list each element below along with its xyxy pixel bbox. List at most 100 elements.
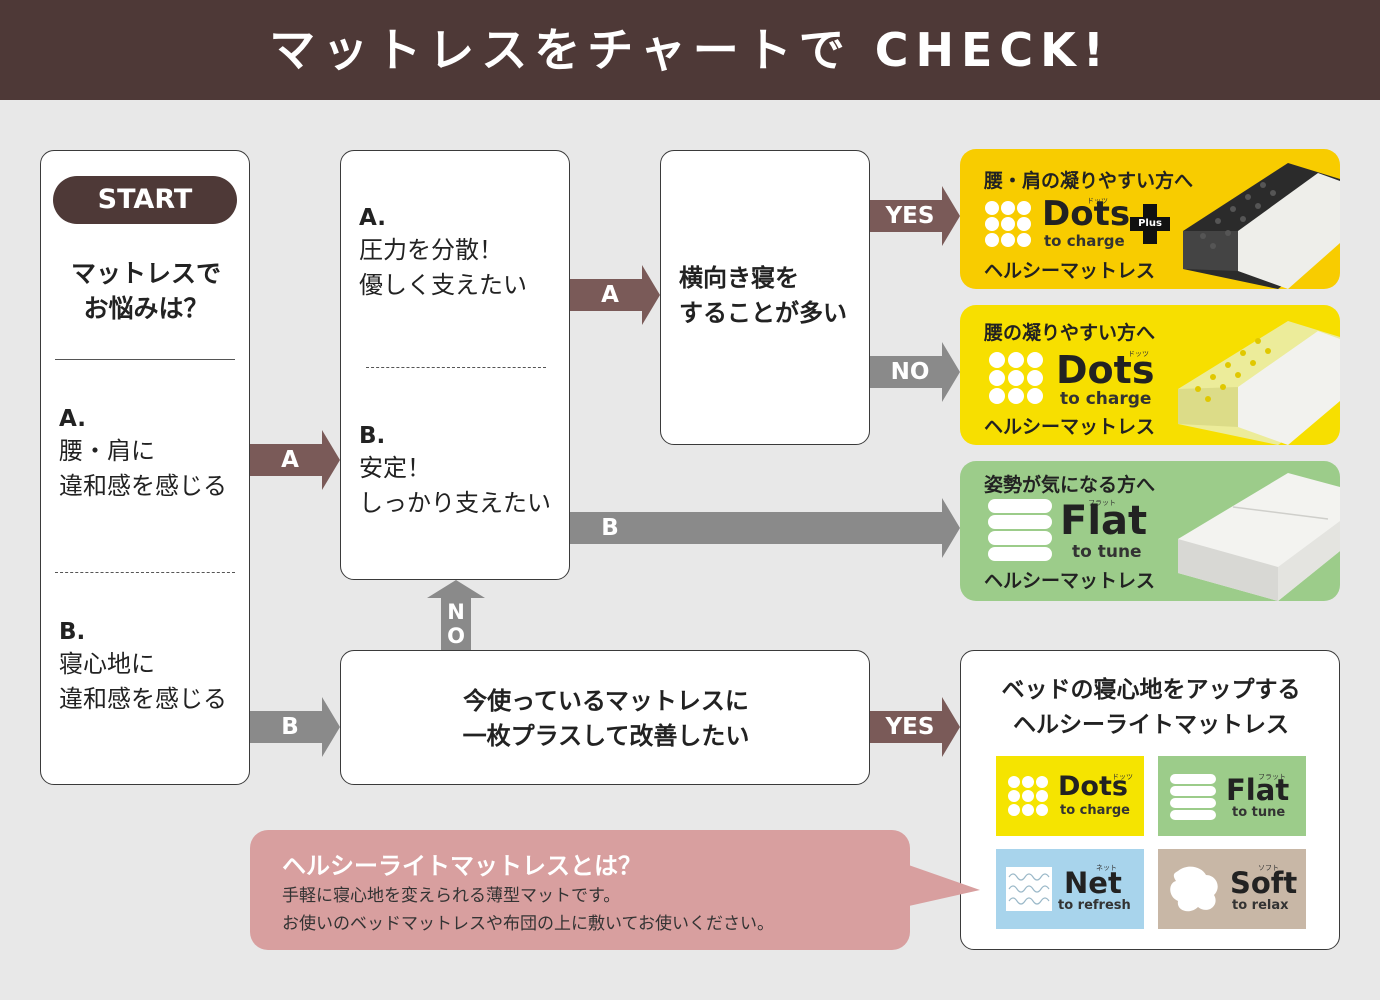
product-name: Dots [1042, 194, 1131, 234]
result-dots[interactable]: 腰の凝りやすい方へ ドッツ Dots to charge ヘルシーマットレス [960, 305, 1340, 445]
ruby: ソフト [1258, 864, 1279, 872]
callout-tail [900, 862, 980, 908]
plus-badge: Plus [1138, 218, 1162, 229]
option-line: 寝心地に [59, 650, 155, 678]
start-badge: START [53, 176, 237, 224]
divider [55, 359, 235, 360]
divider [366, 367, 546, 368]
arrow-label-q3-yes: YES [885, 203, 935, 229]
option-line: 違和感を感じる [59, 472, 227, 500]
plus-icon: Plus [1130, 204, 1170, 244]
arrow-label-q2-b: B [601, 515, 619, 541]
ruby: フラット [1088, 499, 1116, 507]
ruby: ドッツ [1112, 773, 1133, 781]
page-title: マットレスをチャートで CHECK! [269, 23, 1111, 77]
tile-name: Dots [1058, 771, 1128, 802]
result-dots-plus[interactable]: 腰・肩の凝りやすい方へ ドッツ Dots Plus to charge ヘルシー… [960, 149, 1340, 289]
result-heading: 姿勢が気になる方へ [984, 474, 1156, 496]
light-title-line: ヘルシーライトマットレス [1013, 712, 1289, 738]
tile-flat[interactable]: フラット Flat to tune [1158, 756, 1306, 836]
tile-sub: to tune [1232, 805, 1286, 820]
arrow-label-start-a: A [281, 447, 299, 473]
product-sub: to tune [1072, 542, 1142, 562]
result-heading: 腰の凝りやすい方へ [984, 322, 1156, 344]
option-line: 圧力を分散！ [359, 236, 503, 264]
option-letter: B. [59, 619, 86, 645]
option-line: 優しく支えたい [359, 271, 527, 299]
q2-option-a: A. 圧力を分散！ 優しく支えたい [359, 203, 527, 303]
arrow-label-start-b: B [281, 714, 299, 740]
product-sub: to charge [1044, 232, 1125, 250]
start-question: マットレスで お悩みは？ [41, 256, 251, 326]
soft-blob-icon [1170, 866, 1218, 912]
light-title-line: ベッドの寝心地をアップする [1001, 677, 1301, 703]
start-question-line: お悩みは？ [83, 294, 209, 323]
dots-icon [1008, 776, 1048, 816]
ruby: フラット [1258, 773, 1286, 781]
q4-line: 一枚プラスして改善したい [462, 722, 750, 750]
product-sub: to charge [1060, 389, 1152, 409]
tile-sub: to refresh [1058, 898, 1131, 913]
divider [55, 572, 235, 573]
header-bar: マットレスをチャートで CHECK! [0, 0, 1380, 100]
ruby: ネット [1096, 864, 1117, 872]
arrow-start-a [250, 430, 340, 490]
mattress-image [1183, 163, 1340, 289]
product-name: Flat [1060, 498, 1148, 544]
mattress-image [1178, 321, 1340, 445]
ruby: ドッツ [1087, 197, 1108, 205]
option-line: 腰・肩に [59, 437, 155, 465]
arrow-label-q3-no: NO [890, 359, 930, 385]
option-letter: A. [59, 406, 86, 432]
arrow-q3-no [870, 342, 960, 402]
flat-layers-icon [1170, 774, 1216, 820]
option-line: 違和感を感じる [59, 685, 227, 713]
arrow-q3-yes [870, 186, 960, 246]
q2-option-b: B. 安定！ しっかり支えたい [359, 421, 551, 521]
tile-soft[interactable]: ソフト Soft to relax [1158, 849, 1306, 929]
start-option-b: B. 寝心地に 違和感を感じる [59, 617, 227, 717]
tile-sub: to relax [1232, 898, 1289, 913]
result-footer: ヘルシーマットレス [984, 416, 1156, 438]
arrow-label-q4-yes: YES [885, 714, 935, 740]
dots-icon [985, 201, 1031, 247]
info-callout: ヘルシーライトマットレスとは？ 手軽に寝心地を変えられる薄型マットです。 お使い… [250, 830, 910, 950]
net-coil-icon [1006, 867, 1052, 911]
arrow-label-q2-a: A [601, 282, 619, 308]
arrow-label-q4-no: NO [447, 600, 465, 648]
question-2-box: A. 圧力を分散！ 優しく支えたい B. 安定！ しっかり支えたい [340, 150, 570, 580]
start-box: START マットレスで お悩みは？ A. 腰・肩に 違和感を感じる B. 寝心… [40, 150, 250, 785]
arrow-start-b [250, 697, 340, 757]
tile-name: Soft [1230, 866, 1298, 900]
dots-icon [989, 352, 1043, 404]
q3-text: 横向き寝を することが多い [679, 261, 847, 331]
start-question-line: マットレスで [70, 259, 221, 288]
arrow-q2-b [570, 498, 960, 558]
result-heading: 腰・肩の凝りやすい方へ [984, 170, 1194, 192]
tile-name: Flat [1226, 773, 1290, 807]
tile-dots[interactable]: ドッツ Dots to charge [996, 756, 1144, 836]
product-name: Dots [1056, 348, 1155, 392]
option-line: 安定！ [359, 454, 431, 482]
tile-name: Net [1064, 866, 1122, 900]
q4-text: 今使っているマットレスに 一枚プラスして改善したい [341, 684, 871, 754]
arrow-q2-a [570, 265, 660, 325]
q4-line: 今使っているマットレスに [463, 687, 749, 715]
result-flat[interactable]: 姿勢が気になる方へ フラット Flat to tune ヘルシーマットレス [960, 461, 1340, 601]
ruby: ドッツ [1128, 350, 1149, 358]
mattress-image [1178, 473, 1340, 601]
tile-sub: to charge [1060, 803, 1130, 818]
light-mattress-panel: ベッドの寝心地をアップする ヘルシーライトマットレス ドッツ Dots to c… [960, 650, 1340, 950]
info-line: 手軽に寝心地を変えられる薄型マットです。 [282, 886, 621, 906]
option-letter: A. [359, 205, 386, 231]
option-line: しっかり支えたい [359, 489, 551, 517]
light-title: ベッドの寝心地をアップする ヘルシーライトマットレス [961, 673, 1341, 743]
arrow-q4-yes [870, 697, 960, 757]
result-footer: ヘルシーマットレス [984, 570, 1156, 592]
option-letter: B. [359, 423, 386, 449]
q3-line: することが多い [679, 299, 847, 327]
arrow-q4-no [427, 580, 485, 650]
flat-layers-icon [988, 499, 1052, 561]
tile-net[interactable]: ネット Net to refresh [996, 849, 1144, 929]
